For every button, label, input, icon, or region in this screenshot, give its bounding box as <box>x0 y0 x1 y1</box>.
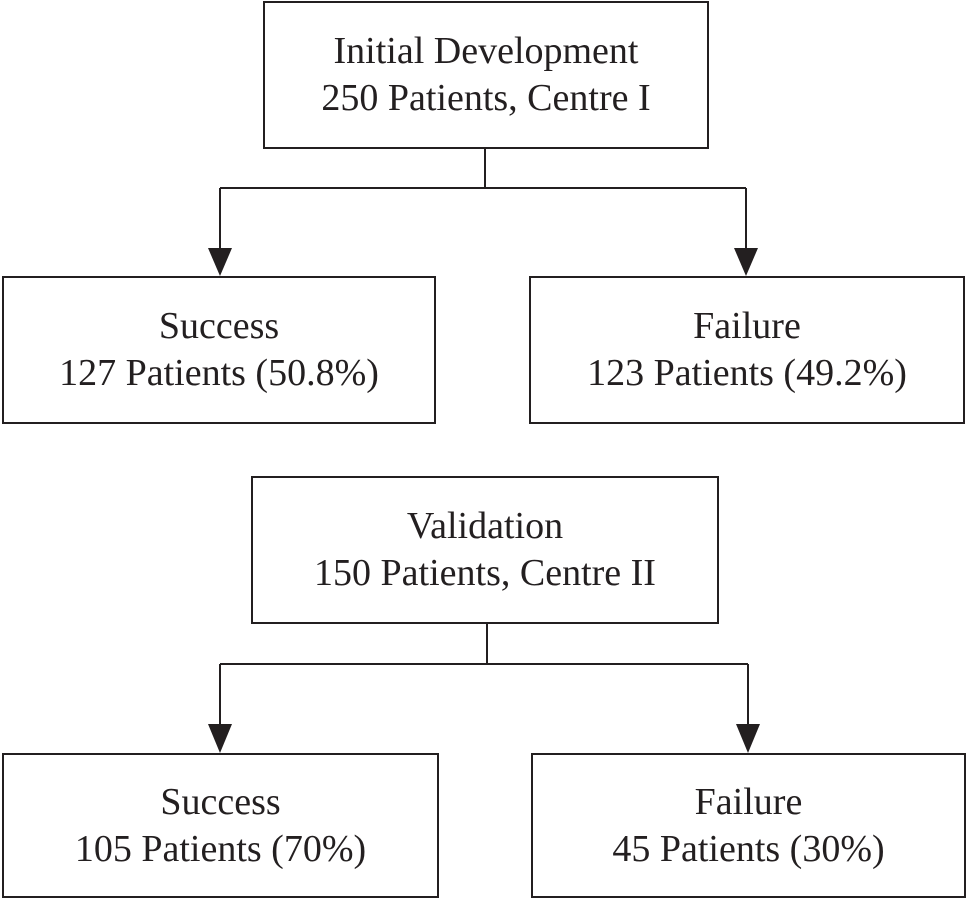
development-success-detail: 127 Patients (50.8%) <box>59 352 379 394</box>
initial-development-box: Initial Development 250 Patients, Centre… <box>263 1 709 149</box>
dev-right-arrowhead <box>734 248 758 276</box>
development-success-title: Success <box>158 305 280 347</box>
development-failure-detail: 123 Patients (49.2%) <box>587 352 907 394</box>
validation-failure-title: Failure <box>694 780 803 823</box>
initial-development-detail: 250 Patients, Centre I <box>321 77 651 119</box>
initial-development-title: Initial Development <box>333 30 639 72</box>
validation-failure-box: Failure 45 Patients (30%) <box>531 753 966 898</box>
validation-detail: 150 Patients, Centre II <box>314 552 656 594</box>
validation-failure-detail: 45 Patients (30%) <box>612 827 885 870</box>
validation-box: Validation 150 Patients, Centre II <box>251 476 719 624</box>
validation-success-box: Success 105 Patients (70%) <box>2 753 439 898</box>
development-failure-title: Failure <box>693 305 801 347</box>
dev-left-arrowhead <box>208 248 232 276</box>
development-failure-box: Failure 123 Patients (49.2%) <box>529 276 965 424</box>
val-left-arrowhead <box>208 724 232 753</box>
development-success-box: Success 127 Patients (50.8%) <box>2 276 436 424</box>
val-right-arrowhead <box>736 724 760 753</box>
validation-title: Validation <box>406 505 564 547</box>
validation-success-detail: 105 Patients (70%) <box>74 827 367 870</box>
validation-success-title: Success <box>160 780 281 823</box>
